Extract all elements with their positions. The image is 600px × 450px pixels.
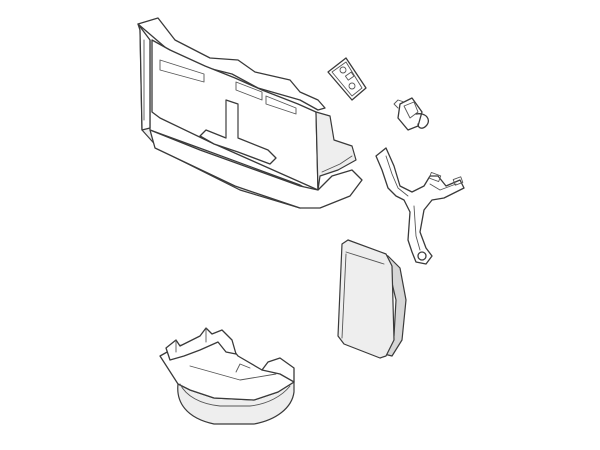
drip-tray	[159, 327, 295, 425]
front-cover-panel	[337, 239, 407, 359]
wired-actuator	[393, 97, 430, 131]
switch-mounting-plate	[327, 57, 367, 101]
actuator-lever-bracket	[375, 147, 465, 265]
rear-housing-panel	[137, 17, 363, 209]
